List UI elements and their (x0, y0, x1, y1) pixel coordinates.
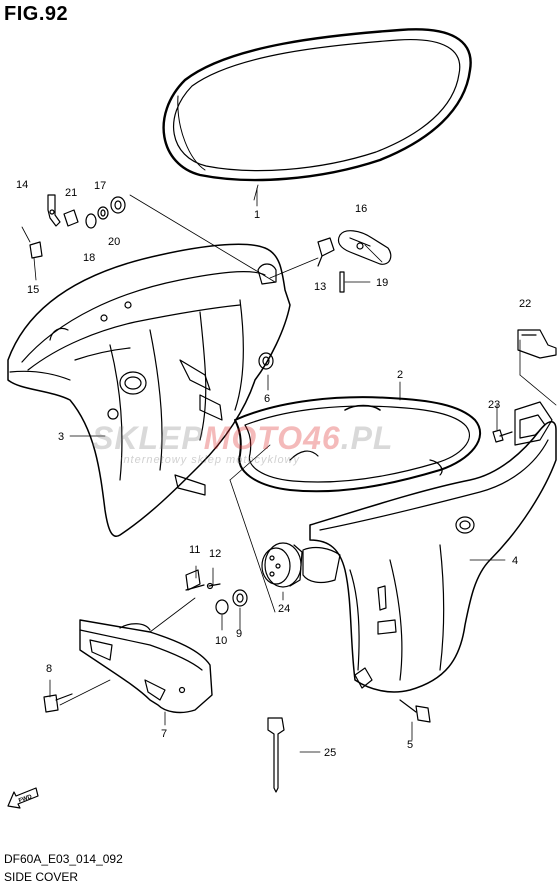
fwd-label: FWD (18, 794, 34, 805)
callout-8: 8 (46, 663, 52, 675)
callout-12: 12 (209, 548, 221, 560)
callout-17: 17 (94, 180, 106, 192)
callout-18: 18 (83, 252, 95, 264)
callout-7: 7 (161, 728, 167, 740)
callout-16: 16 (355, 203, 367, 215)
part-8-bolt (43, 693, 73, 713)
callout-23: 23 (488, 399, 500, 411)
callout-24: 24 (278, 603, 290, 615)
part-15-clip (29, 241, 43, 259)
leader-lines (21, 184, 557, 753)
callout-6: 6 (264, 393, 270, 405)
part-1-seal-ring (162, 28, 472, 182)
figure-title: FIG.92 (4, 3, 69, 25)
callout-2: 2 (397, 369, 403, 381)
callout-25: 25 (324, 747, 336, 759)
part-3-upper-side-cover (7, 243, 291, 537)
watermark: SKLEPMOTO46.PL (92, 420, 393, 457)
part-18-washer (85, 213, 97, 229)
callout-4: 4 (512, 555, 518, 567)
watermark-a: SKLEP (92, 420, 204, 456)
callout-19: 19 (376, 277, 388, 289)
part-24-grommet (261, 542, 303, 588)
footer-name: SIDE COVER (4, 870, 79, 884)
callout-22: 22 (519, 298, 531, 310)
callout-11: 11 (189, 544, 200, 556)
callout-15: 15 (27, 284, 39, 296)
callout-10: 10 (215, 635, 227, 647)
watermark-subtitle: internetowy sklep motocyklowy (120, 454, 301, 466)
part-5-bolt (399, 699, 431, 723)
part-4-lower-side-cover (302, 401, 557, 693)
part-22-connector (517, 329, 557, 359)
part-19-pin (339, 271, 345, 293)
part-7-panel (79, 619, 213, 714)
callout-13: 13 (314, 281, 326, 293)
fwd-arrow-icon: FWD (7, 787, 39, 809)
watermark-c: 46 (303, 420, 341, 456)
part-11-bracket (185, 569, 205, 591)
callout-9: 9 (236, 628, 242, 640)
callout-14: 14 (16, 179, 28, 191)
footer-code: DF60A_E03_014_092 (4, 852, 123, 866)
part-6-collar (258, 352, 274, 370)
part-21-collar (63, 209, 79, 227)
watermark-b: MOTO (203, 420, 304, 456)
callout-20: 20 (108, 236, 120, 248)
callout-21: 21 (65, 187, 77, 199)
part-16-latch (337, 230, 392, 265)
part-25-cable-tie (267, 717, 285, 793)
callout-5: 5 (407, 739, 413, 751)
callout-3: 3 (58, 431, 64, 443)
part-12-screw (206, 582, 221, 590)
part-14-bracket (47, 194, 61, 227)
part-10-collar (215, 599, 229, 615)
callout-1: 1 (254, 209, 260, 221)
part-20-grommet (110, 196, 126, 214)
part-23-bolt (492, 429, 513, 443)
part-2-lower-seal (234, 396, 481, 493)
part-9-grommet (232, 589, 248, 607)
part-13-bolt (317, 237, 335, 267)
part-17-washer (97, 206, 109, 220)
watermark-d: .PL (340, 420, 394, 456)
